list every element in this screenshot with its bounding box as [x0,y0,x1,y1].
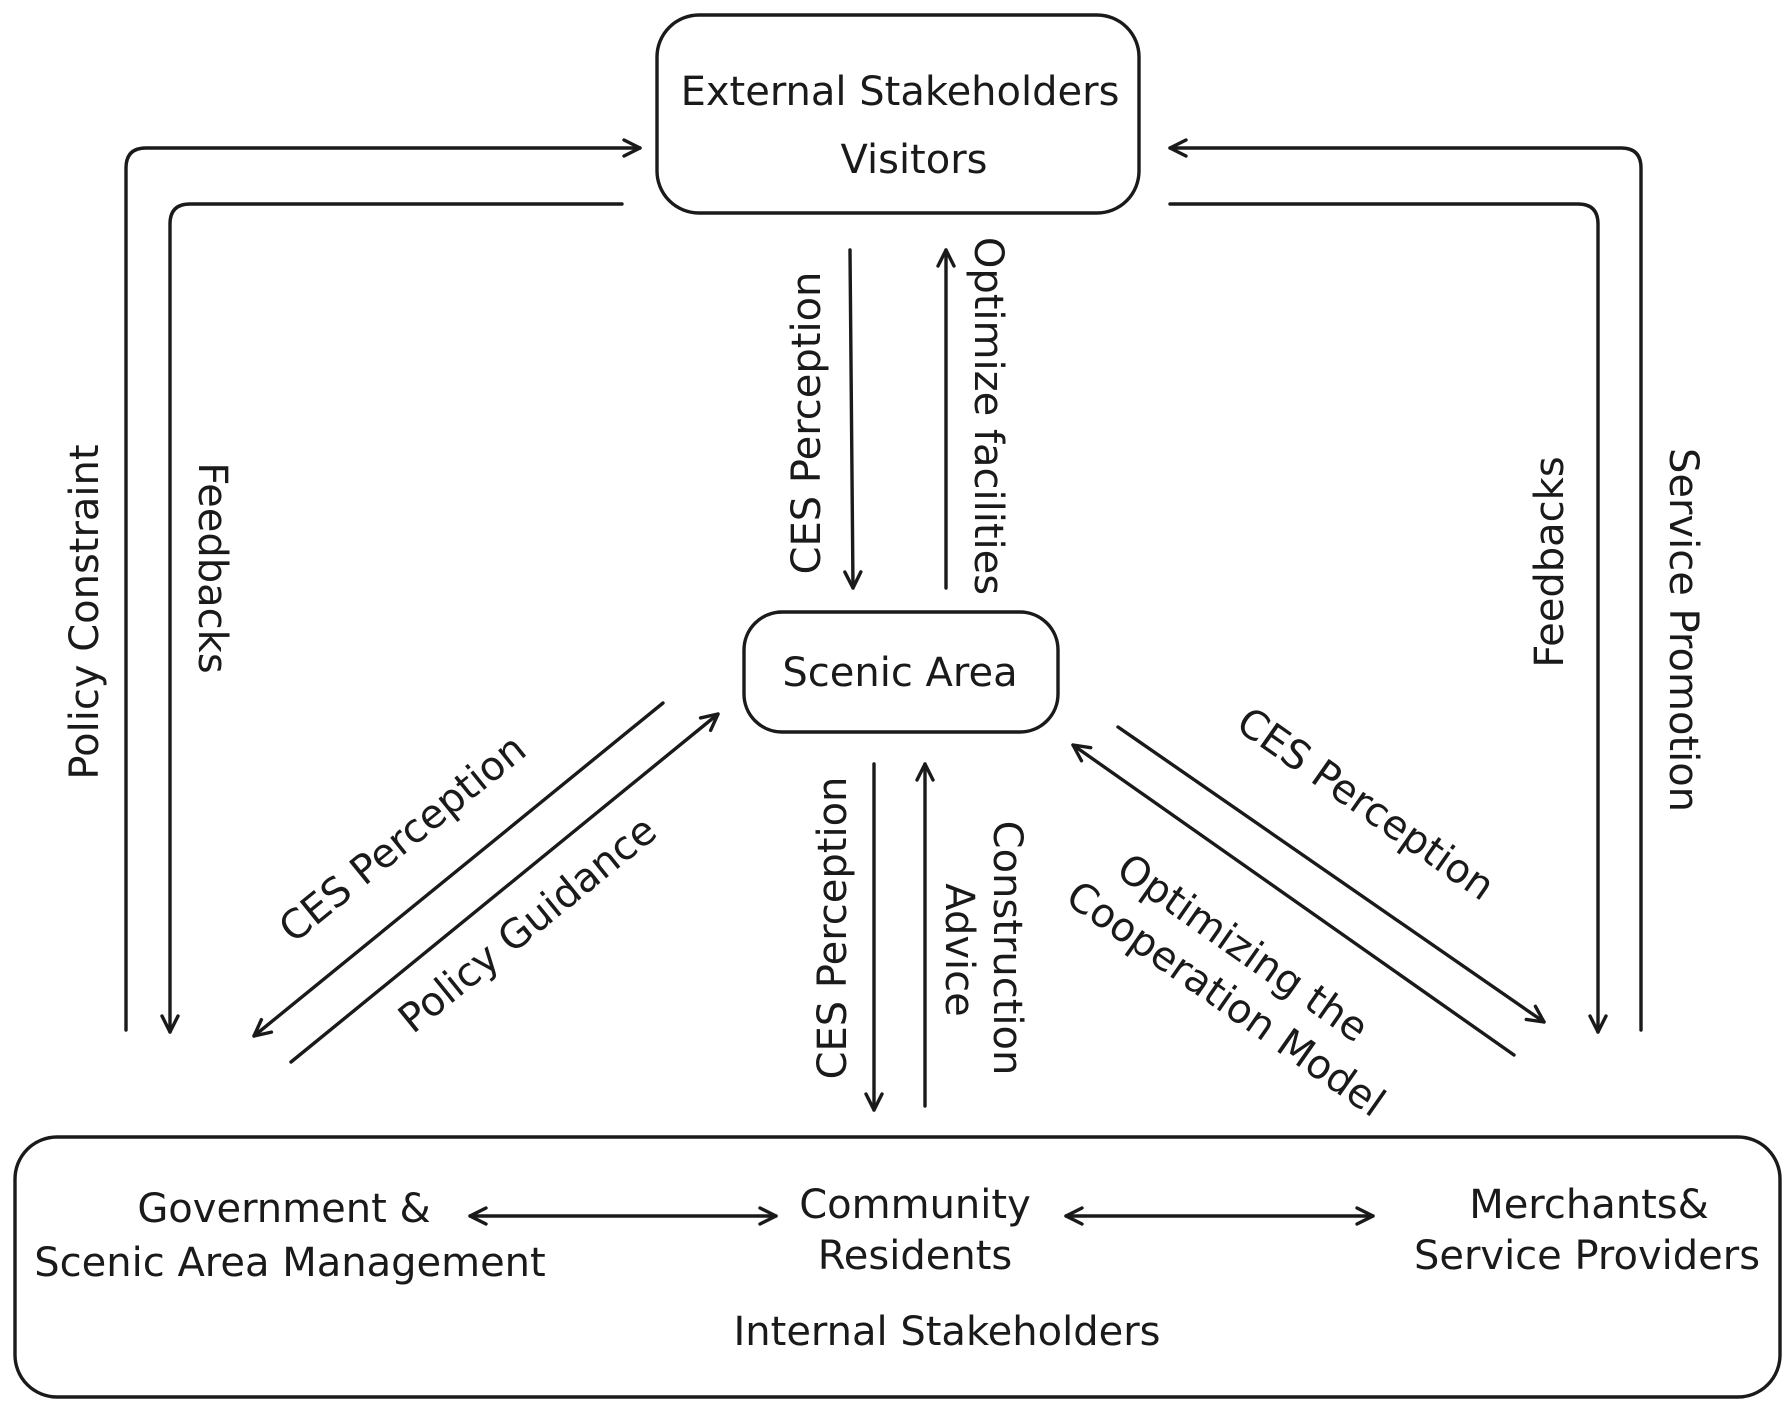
ces-top-label: CES Perception [784,272,830,575]
service-promotion-label: Service Promotion [1660,448,1706,812]
policy-guidance-arrow [289,712,720,1064]
service-providers-label: Service Providers [1414,1233,1760,1279]
service-promotion-arrow [1168,138,1643,1032]
ces-top-arrow [843,248,863,590]
government-label: Government & [137,1186,430,1232]
feedbacks-left-arrow [160,202,624,1034]
feedbacks-left-label: Feedbacks [189,462,235,673]
policy-constraint-label: Policy Constraint [62,444,108,779]
ces-bottom-label: CES Perception [810,777,856,1080]
policy-constraint-arrow [124,138,642,1032]
external-stakeholders-label: External Stakeholders [681,69,1120,115]
optimizing-coop-arrow [1071,743,1516,1057]
ces-right-label: CES Perception [1228,699,1502,910]
construction-label: Construction [984,821,1030,1076]
feedbacks-right-arrow [1168,202,1608,1034]
external-stakeholders-box [655,13,1141,215]
visitors-label: Visitors [841,137,988,183]
merchants-label: Merchants& [1469,1182,1709,1228]
ces-right-arrow [1116,725,1546,1024]
internal-stakeholders-label: Internal Stakeholders [733,1309,1160,1355]
scenic-area-management-label: Scenic Area Management [34,1240,545,1286]
optimize-facilities-label: Optimize facilities [965,237,1011,595]
advice-label: Advice [936,883,982,1016]
internal-stakeholders-box [13,1135,1782,1399]
feedbacks-right-label: Feedbacks [1527,456,1573,667]
scenic-area-label: Scenic Area [782,650,1017,696]
residents-label: Residents [818,1233,1012,1279]
ces-left-arrow [252,701,665,1038]
scenic-area-box [742,610,1060,734]
community-label: Community [799,1182,1031,1228]
